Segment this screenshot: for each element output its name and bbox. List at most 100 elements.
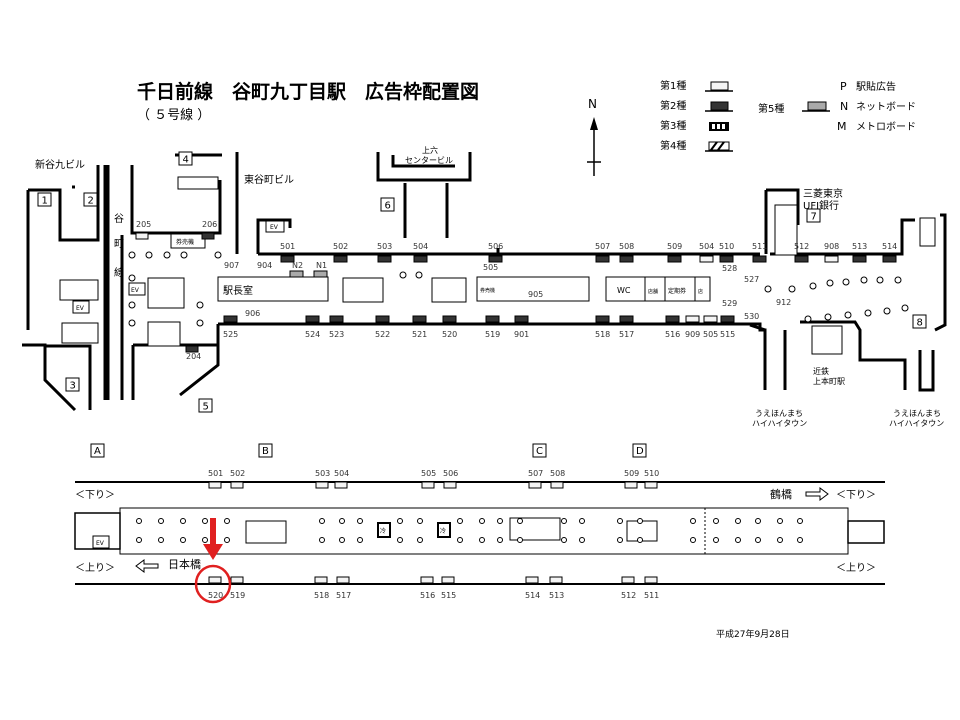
platform-ad-label: 517: [336, 591, 351, 600]
platform-ad-slot: [644, 576, 658, 584]
car-position-label: A: [94, 446, 101, 457]
hihai-b2: ハイハイタウン: [889, 419, 944, 428]
exit-number: 6: [385, 201, 391, 212]
platform-ad-label: 516: [420, 591, 435, 600]
platform-stairs-c: [509, 517, 561, 541]
pass-office-label: 定期券: [668, 287, 686, 295]
column: [826, 279, 834, 287]
platform-ad-slot: [208, 481, 222, 489]
platform-ad-label: 510: [644, 469, 659, 478]
legend-n-key: N: [840, 100, 848, 113]
place-names: 新谷九ビル 東谷町ビル 上六 センタービル 三菱東京 UFJ銀行 近鉄 上本町駅…: [35, 145, 944, 428]
ad-label: 509: [667, 242, 682, 251]
ad-label: 204: [186, 352, 201, 361]
page-subtitle: （ ５号線 ）: [137, 107, 210, 123]
netboard-slot: [313, 270, 328, 278]
revision-date: 平成27年9月28日: [716, 628, 790, 640]
column: [128, 319, 136, 327]
legend: 第1種 第2種 第3種 第4種 第5種 P 駅貼広告 N ネットボード M メト…: [660, 79, 916, 152]
highlight-marker: [194, 518, 232, 604]
platform-column: [797, 537, 803, 543]
ad-label: 908: [824, 242, 839, 251]
platform-ad-slot: [528, 481, 542, 489]
platform-column: [339, 518, 345, 524]
ad-label: 517: [619, 330, 634, 339]
platform-elevator: [92, 535, 110, 549]
ad-label: 905: [528, 290, 543, 299]
ticket-machine-box: [170, 233, 206, 249]
red-arrow-icon: [203, 544, 223, 560]
ad-slot: [333, 255, 348, 263]
car-position-box: [90, 443, 105, 458]
platform-ad-label: 515: [441, 591, 456, 600]
car-position-label: D: [636, 446, 644, 457]
platform-column: [777, 518, 783, 524]
elevator-box-2: [128, 282, 146, 296]
column: [128, 301, 136, 309]
platform-column: [319, 537, 325, 543]
tanimachi-3: 線: [114, 266, 124, 279]
ad-label: 530: [744, 312, 759, 321]
column: [824, 313, 832, 321]
car-position-box: [632, 443, 647, 458]
left-arrow-icon: [135, 559, 159, 573]
ad-label: 512: [794, 242, 809, 251]
higashitani-building: 東谷町ビル: [244, 173, 294, 186]
platform-column: [517, 537, 523, 543]
platform-column: [224, 518, 230, 524]
ad-label: 525: [223, 330, 238, 339]
platform-ad-slot: [420, 576, 434, 584]
platform-column: [713, 537, 719, 543]
platform-column: [497, 537, 503, 543]
up-left-label: ＜上り＞: [75, 562, 115, 574]
ad-label: N2: [292, 261, 303, 270]
platform-ad-label: 504: [334, 469, 349, 478]
ticket-office: [476, 276, 590, 302]
platform-column: [637, 518, 643, 524]
platform-column: [224, 537, 230, 543]
column: [788, 285, 796, 293]
platform-ad-label: 501: [208, 469, 223, 478]
ad-slot: [412, 315, 427, 323]
legend-type4: 第4種: [660, 139, 686, 152]
legend-type2: 第2種: [660, 99, 686, 112]
ad-label: 524: [305, 330, 320, 339]
wc-block: [605, 276, 711, 302]
ad-slot: [720, 315, 735, 323]
column: [196, 319, 204, 327]
platform-column: [457, 518, 463, 524]
platform-ad-slot: [334, 481, 348, 489]
platform-column: [517, 518, 523, 524]
platform-column: [357, 518, 363, 524]
column: [809, 282, 817, 290]
ad-slot: [824, 255, 839, 263]
column: [145, 251, 153, 259]
exit-box: [380, 197, 395, 212]
platform-column: [690, 537, 696, 543]
platform-ad-label: 509: [624, 469, 639, 478]
platform-elevator-label: EV: [96, 540, 105, 547]
ad-slot: [699, 255, 714, 263]
elevator-box: [265, 219, 285, 233]
ad-slot: [413, 255, 428, 263]
ad-label: 516: [665, 330, 680, 339]
cooler-label-1: 冷: [380, 527, 386, 535]
ad-label: 518: [595, 330, 610, 339]
ad-slot: [223, 315, 238, 323]
uehon-center-2: センタービル: [405, 156, 453, 165]
exit-number: 3: [70, 381, 76, 392]
platform-column: [158, 518, 164, 524]
platform-column: [579, 537, 585, 543]
platform-column: [397, 518, 403, 524]
platform-column: [777, 537, 783, 543]
platform-column: [735, 537, 741, 543]
exit-number: 8: [917, 318, 923, 329]
ad-slot: [794, 255, 809, 263]
ad-label: 510: [719, 242, 734, 251]
ad-label: 504: [699, 242, 714, 251]
car-position-box: [532, 443, 547, 458]
ad-label: 515: [720, 330, 735, 339]
